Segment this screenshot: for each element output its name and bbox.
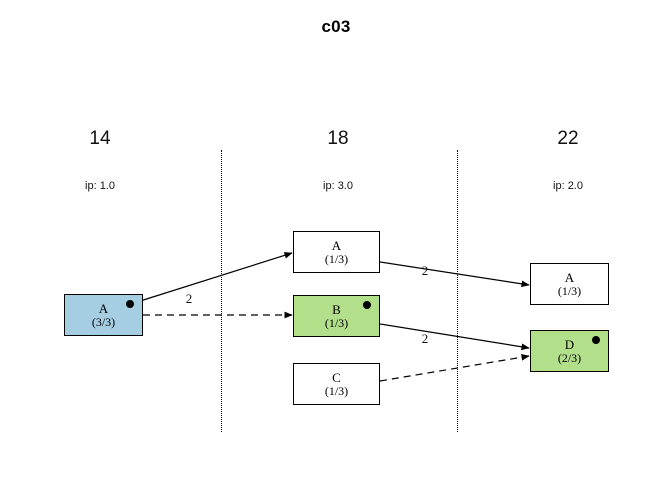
- node-name: B: [332, 301, 341, 317]
- node-22-A[interactable]: A (1/3): [530, 263, 609, 305]
- edge-label-n18A-n22A: 2: [421, 263, 429, 278]
- column-header-14: 14: [89, 128, 111, 149]
- node-marker-dot-icon: [592, 336, 600, 344]
- edge-n18B-to-n22D: [379, 323, 530, 351]
- column-ip-18: ip: 3.0: [323, 180, 353, 192]
- node-count: (3/3): [91, 314, 116, 329]
- edge-n18A-to-n22A: [379, 261, 530, 288]
- node-count: (1/3): [324, 315, 349, 330]
- edge-label-n14A-n18A: 2: [185, 291, 193, 306]
- node-name: D: [564, 336, 575, 352]
- page-title: c03: [321, 17, 351, 36]
- node-18-C[interactable]: C (1/3): [293, 363, 380, 405]
- node-18-B[interactable]: B (1/3): [293, 295, 380, 337]
- node-count: (1/3): [324, 383, 349, 398]
- column-divider-2: [457, 150, 458, 432]
- node-14-A[interactable]: A (3/3): [64, 294, 143, 336]
- column-header-22: 22: [557, 128, 579, 149]
- node-marker-dot-icon: [126, 300, 134, 308]
- node-count: (2/3): [557, 350, 582, 365]
- node-count: (1/3): [324, 251, 349, 266]
- edge-n18C-to-n22D: [379, 353, 530, 382]
- node-marker-dot-icon: [363, 301, 371, 309]
- column-ip-22: ip: 2.0: [553, 180, 583, 192]
- node-name: C: [332, 369, 341, 385]
- node-name: A: [98, 300, 109, 316]
- node-18-A[interactable]: A (1/3): [293, 231, 380, 273]
- node-count: (1/3): [557, 283, 582, 298]
- node-name: A: [331, 237, 342, 253]
- node-22-D[interactable]: D (2/3): [530, 330, 609, 372]
- node-name: A: [564, 269, 575, 285]
- column-header-18: 18: [327, 128, 349, 149]
- column-ip-14: ip: 1.0: [85, 180, 115, 192]
- edge-label-n18B-n22D: 2: [421, 331, 429, 346]
- edge-n14A-to-n18A: [136, 252, 293, 303]
- column-divider-1: [221, 150, 222, 432]
